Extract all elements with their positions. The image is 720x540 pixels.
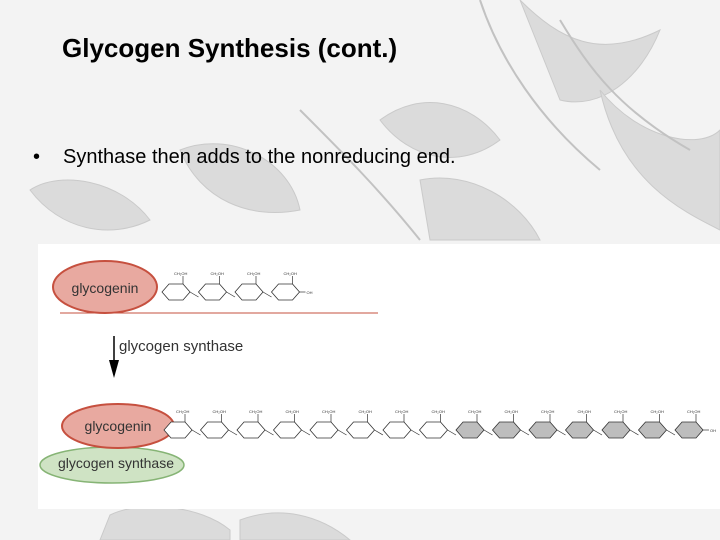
- glucose-unit: CH₂OH: [564, 409, 603, 439]
- ch2oh-label: CH₂OH: [614, 409, 627, 414]
- glucose-ring: [637, 421, 668, 439]
- glucose-unit: CH₂OH: [272, 409, 311, 439]
- glucose-ring: [345, 421, 376, 439]
- glucose-ring: [382, 421, 412, 439]
- glycogenin-top-label: glycogenin: [72, 280, 139, 296]
- glycosidic-bond: [262, 291, 272, 298]
- reaction-arrow: glycogen synthase: [109, 336, 243, 378]
- glucose-ring: [236, 421, 266, 439]
- ch2oh-label: CH₂OH: [247, 271, 260, 276]
- glucose-unit: CH₂OH: [491, 409, 530, 439]
- glucose-unit: CH₂OH: [197, 271, 236, 301]
- glucose-unit: CH₂OH: [163, 409, 201, 439]
- ch2oh-label: CH₂OH: [505, 409, 518, 414]
- glycosidic-bond: [520, 429, 530, 436]
- glucose-unit: CH₂OH: [199, 409, 238, 439]
- glycosidic-bond: [374, 429, 384, 436]
- ch2oh-label: CH₂OH: [687, 409, 700, 414]
- ch2oh-label: CH₂OH: [322, 409, 335, 414]
- glucose-unit: CH₂OH: [601, 409, 639, 439]
- glycosidic-bond: [189, 291, 199, 298]
- glycogen-synthesis-figure: glycogenin CH₂OH CH₂OH CH₂OH CH₂OH OH glycog…: [38, 244, 720, 509]
- ch2oh-label: CH₂OH: [395, 409, 408, 414]
- glucose-unit: CH₂OH OH: [270, 271, 313, 301]
- ch2oh-label: CH₂OH: [541, 409, 554, 414]
- terminal-oh-label: OH: [307, 290, 313, 295]
- glycosidic-bond: [666, 429, 676, 436]
- glucose-unit: CH₂OH: [455, 409, 493, 439]
- glucose-ring: [455, 421, 485, 439]
- glycogenin-bottom-label: glycogenin: [85, 418, 152, 434]
- glycosidic-bond: [410, 429, 420, 436]
- glycosidic-bond: [629, 429, 639, 436]
- figure-canvas: glycogenin CH₂OH CH₂OH CH₂OH CH₂OH OH glycog…: [39, 260, 716, 484]
- ch2oh-label: CH₂OH: [651, 409, 664, 414]
- ch2oh-label: CH₂OH: [359, 409, 372, 414]
- glucose-ring: [528, 421, 558, 439]
- ch2oh-label: CH₂OH: [176, 409, 189, 414]
- glucose-ring: [564, 421, 595, 439]
- arrow-head: [109, 360, 119, 378]
- glycosidic-bond: [593, 429, 603, 436]
- glucose-unit: CH₂OH: [234, 271, 272, 301]
- glucose-ring: [161, 283, 191, 301]
- glycosidic-bond: [337, 429, 347, 436]
- ch2oh-label: CH₂OH: [468, 409, 481, 414]
- glucose-unit: CH₂OH: [236, 409, 274, 439]
- glycosidic-bond: [301, 429, 311, 436]
- glycosidic-bond: [191, 429, 201, 436]
- glucose-ring: [309, 421, 339, 439]
- terminal-oh-label: OH: [710, 428, 716, 433]
- glucose-unit: CH₂OH: [637, 409, 676, 439]
- ch2oh-label: CH₂OH: [213, 409, 226, 414]
- glucose-unit: CH₂OH: [528, 409, 566, 439]
- glycosidic-bond: [556, 429, 566, 436]
- bullet-symbol: •: [33, 146, 41, 168]
- glucose-unit: CH₂OH: [345, 409, 384, 439]
- bullet-item: • Synthase then adds to the nonreducing e…: [33, 146, 456, 169]
- glycogen-synthase-label: glycogen synthase: [58, 455, 174, 471]
- glucose-ring: [601, 421, 631, 439]
- top-glucose-chain: CH₂OH CH₂OH CH₂OH CH₂OH OH: [161, 271, 313, 301]
- glycosidic-bond: [483, 429, 493, 436]
- glucose-ring: [199, 421, 230, 439]
- glucose-ring: [272, 421, 303, 439]
- ch2oh-label: CH₂OH: [578, 409, 591, 414]
- glucose-ring: [674, 421, 704, 439]
- arrow-label: glycogen synthase: [119, 338, 243, 355]
- glucose-ring: [491, 421, 522, 439]
- top-row: glycogenin CH₂OH CH₂OH CH₂OH CH₂OH OH: [52, 260, 313, 314]
- glycosidic-bond: [264, 429, 274, 436]
- glucose-ring: [418, 421, 449, 439]
- ch2oh-label: CH₂OH: [249, 409, 262, 414]
- glucose-ring: [197, 283, 228, 301]
- ch2oh-label: CH₂OH: [286, 409, 299, 414]
- glucose-unit: CH₂OH: [418, 409, 457, 439]
- glycosidic-bond: [226, 291, 236, 298]
- glucose-unit: CH₂OH OH: [674, 409, 716, 439]
- glucose-unit: CH₂OH: [382, 409, 420, 439]
- ch2oh-label: CH₂OH: [174, 271, 187, 276]
- glucose-unit: CH₂OH: [309, 409, 347, 439]
- glycosidic-bond: [447, 429, 457, 436]
- glucose-ring: [234, 283, 264, 301]
- glucose-ring: [270, 283, 301, 301]
- slide-title: Glycogen Synthesis (cont.): [62, 33, 398, 63]
- ch2oh-label: CH₂OH: [284, 271, 297, 276]
- ch2oh-label: CH₂OH: [432, 409, 445, 414]
- glucose-unit: CH₂OH: [161, 271, 199, 301]
- ch2oh-label: CH₂OH: [211, 271, 224, 276]
- bullet-text: Synthase then adds to the nonreducing en…: [63, 146, 456, 168]
- glycosidic-bond: [228, 429, 238, 436]
